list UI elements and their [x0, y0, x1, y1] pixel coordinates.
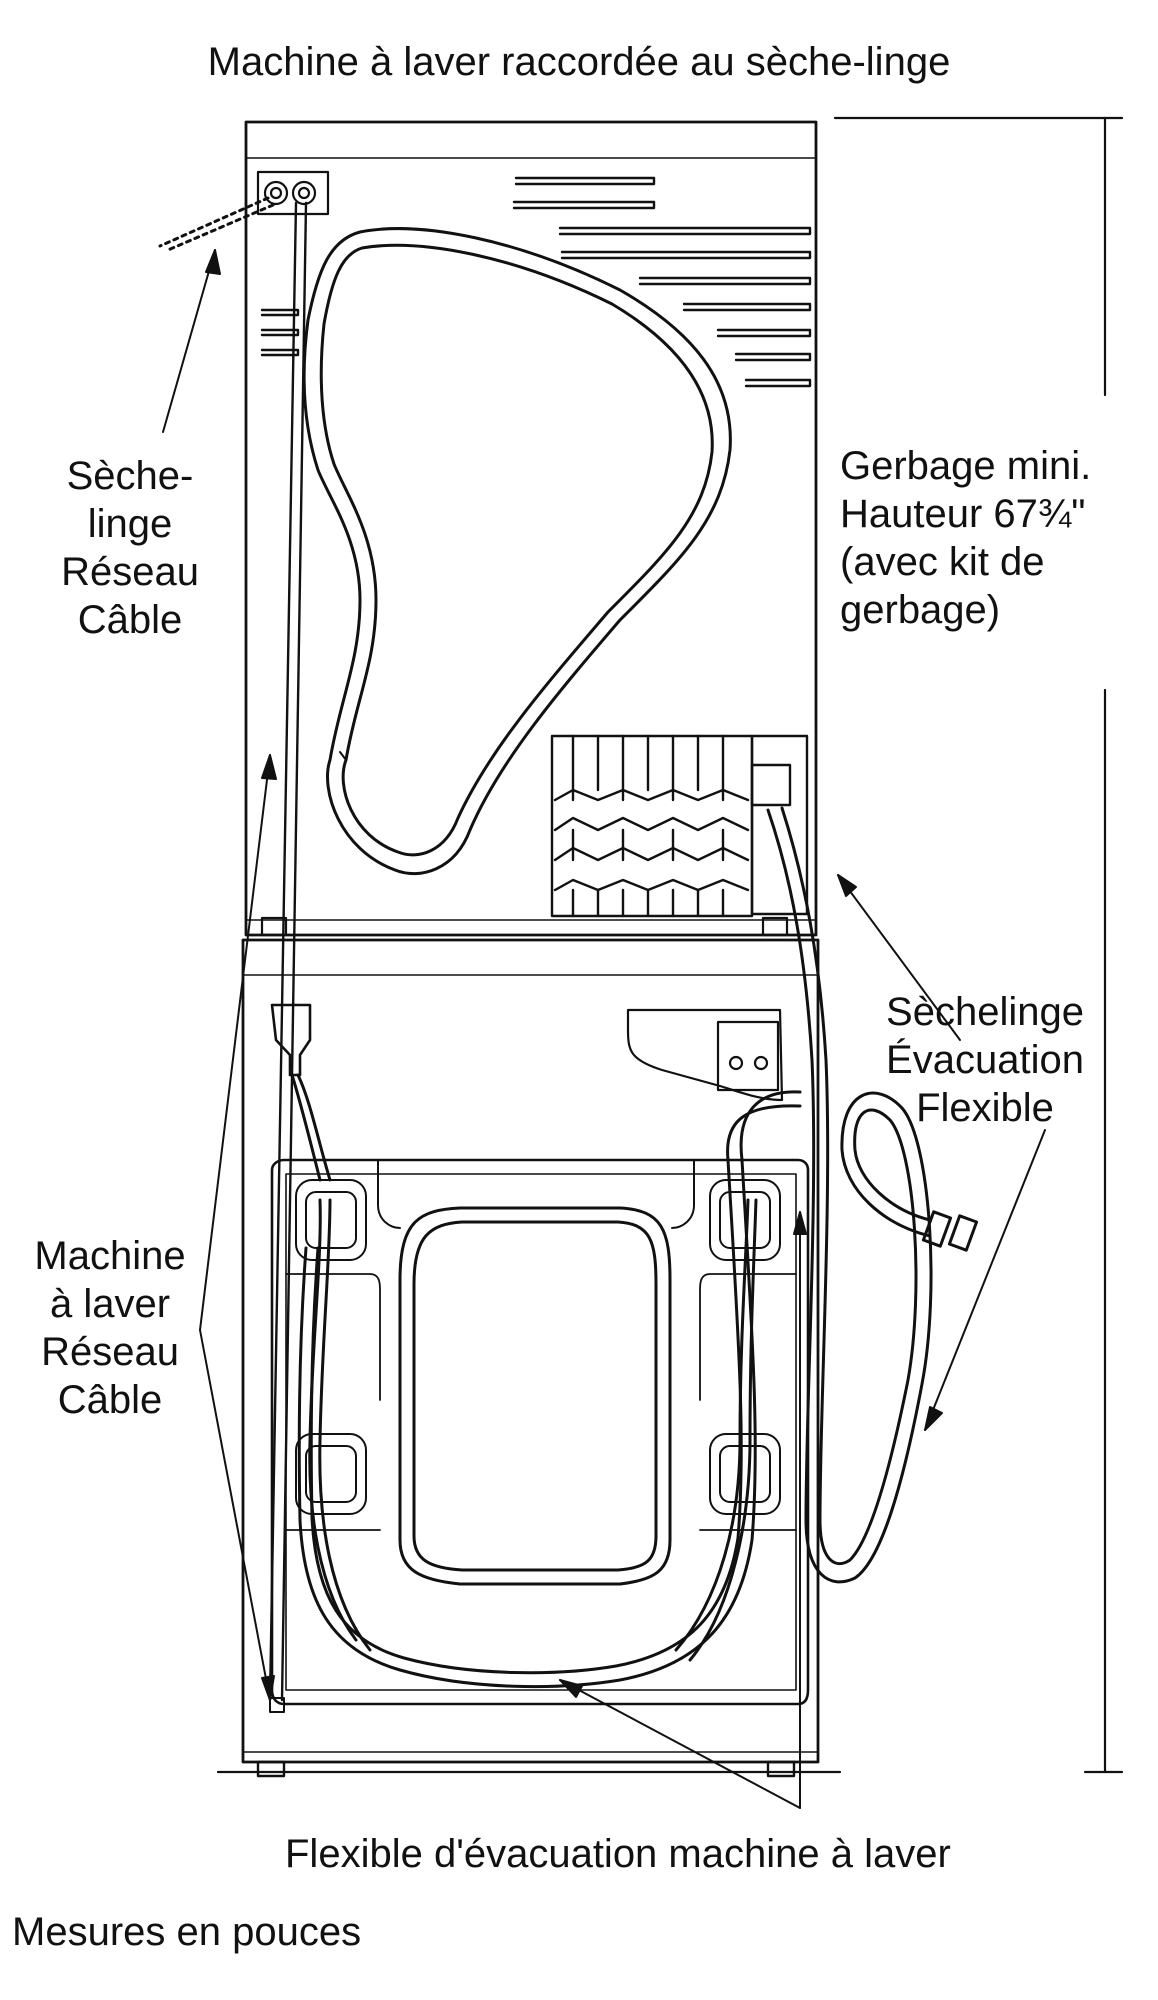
- washer-drum-outline: [400, 1208, 670, 1584]
- dryer-power-connector: [160, 172, 328, 250]
- dryer-drum-outline: [304, 229, 730, 874]
- units-note: Mesures en pouces: [12, 1910, 362, 1954]
- washer-unit: [243, 940, 818, 1776]
- label-line: Machine: [34, 1234, 186, 1278]
- diagram-title: Machine à laver raccordée au sèche-linge: [207, 40, 951, 84]
- washer-inlet-hoses: [310, 1200, 756, 1660]
- label-line: Sèchelinge: [886, 990, 1084, 1034]
- label-line: Flexible: [916, 1086, 1054, 1130]
- label-line: Réseau: [61, 550, 199, 594]
- washer-drain-hose-label: Flexible d'évacuation machine à laver: [285, 1832, 951, 1876]
- dryer-exhaust-hose-label: Sèchelinge Évacuation Flexible: [870, 988, 1100, 1132]
- dryer-cabinet: [246, 122, 816, 935]
- dryer-exhaust-grille: [552, 736, 807, 916]
- washer-cabinet: [243, 940, 818, 1762]
- label-line: Câble: [57, 1378, 163, 1422]
- washer-power-cable-label: Machine à laver Réseau Câble: [10, 1232, 210, 1424]
- label-line: Évacuation: [886, 1038, 1084, 1082]
- washer-control-cover: [628, 1010, 782, 1100]
- washer-transport-bolt-pockets: [296, 1180, 780, 1514]
- label-line: Gerbage mini.: [840, 444, 1092, 488]
- label-line: Sèche-: [66, 454, 194, 498]
- label-line: Câble: [77, 598, 183, 642]
- label-line: Hauteur 67¾": [840, 492, 1086, 536]
- label-line: Réseau: [41, 1330, 179, 1374]
- dryer-vent-slots: [514, 178, 810, 386]
- dryer-power-cable-label: Sèche- linge Réseau Câble: [40, 452, 220, 644]
- label-line: linge: [87, 502, 173, 546]
- dryer-unit: [160, 122, 816, 935]
- label-line: gerbage): [840, 588, 1001, 632]
- leader-arrows: [163, 250, 1045, 1808]
- label-line: à laver: [49, 1282, 171, 1326]
- height-dimension-line: [835, 118, 1122, 1772]
- label-line: (avec kit de: [840, 540, 1045, 584]
- dryer-exhaust-hose: [768, 808, 977, 1582]
- stack-height-label: Gerbage mini. Hauteur 67¾" (avec kit de …: [840, 442, 1150, 634]
- washer-power-cable: [272, 1005, 330, 1180]
- dryer-side-vents: [262, 310, 298, 355]
- dryer-power-cable: [270, 203, 306, 1712]
